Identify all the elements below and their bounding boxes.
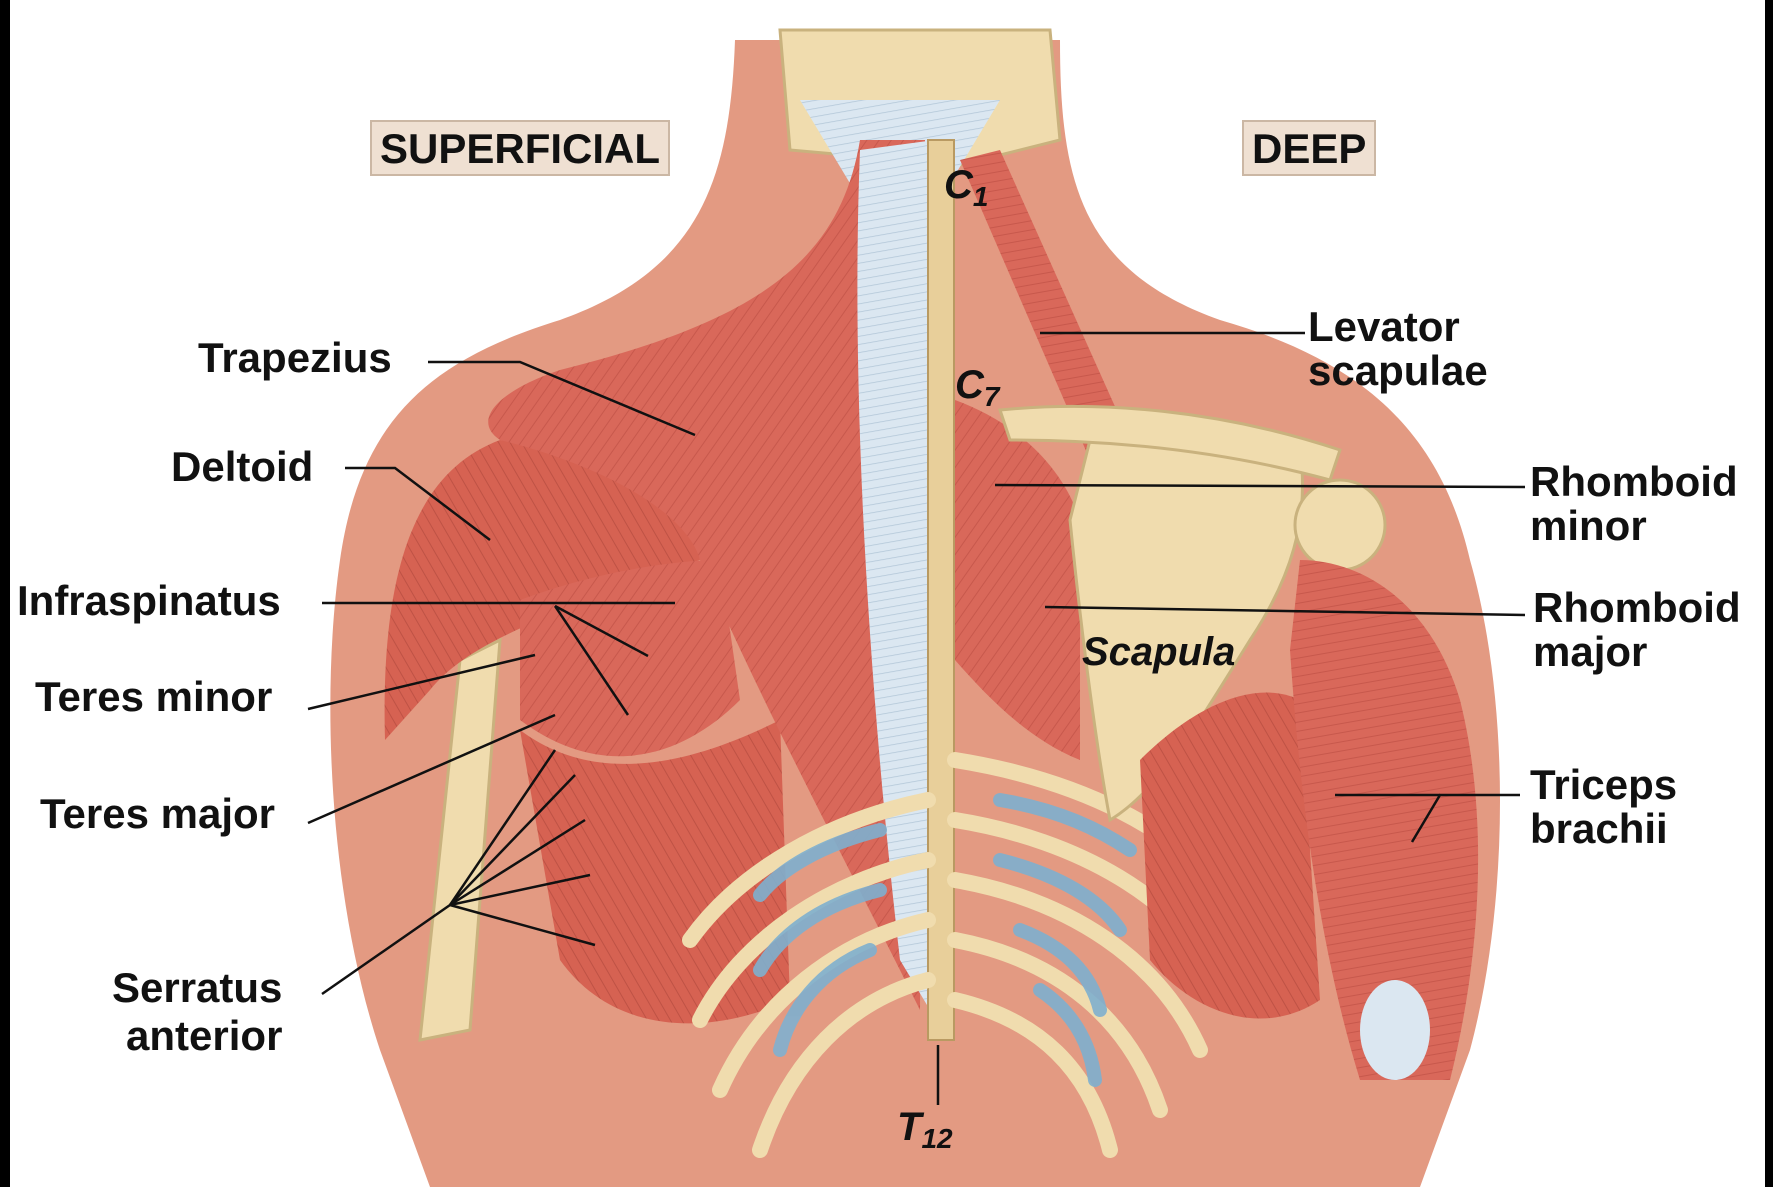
- label-c1: C1: [944, 165, 988, 211]
- label-triceps-brachii: Triceps brachii: [1530, 763, 1677, 851]
- label-trapezius: Trapezius: [198, 337, 392, 379]
- humerus-head: [1295, 480, 1385, 570]
- label-teres-major: Teres major: [40, 793, 275, 835]
- label-scapula: Scapula: [1082, 632, 1235, 672]
- right-lateral-muscle: [1140, 693, 1320, 1019]
- superficial-panel-title: SUPERFICIAL: [370, 120, 670, 176]
- label-rhomboid-minor: Rhomboid minor: [1530, 460, 1738, 548]
- label-t12-letter: T: [897, 1105, 921, 1149]
- label-c7-letter: C: [955, 363, 984, 407]
- label-c1-letter: C: [944, 163, 973, 207]
- label-c1-number: 1: [973, 181, 989, 212]
- label-infraspinatus: Infraspinatus: [17, 580, 281, 622]
- olecranon-tendon: [1360, 980, 1430, 1080]
- infraspinatus-muscle: [520, 560, 740, 756]
- label-levator-scapulae: Levator scapulae: [1308, 305, 1488, 393]
- vertebral-column: [928, 140, 954, 1040]
- label-t12-number: 12: [921, 1123, 952, 1154]
- label-rhomboid-major: Rhomboid major: [1533, 586, 1741, 674]
- label-c7-number: 7: [984, 381, 1000, 412]
- label-teres-minor: Teres minor: [35, 676, 272, 718]
- label-serratus-anterior: Serratus anterior: [112, 964, 282, 1061]
- deep-panel-title: DEEP: [1242, 120, 1376, 176]
- label-t12: T12: [897, 1107, 953, 1153]
- label-deltoid: Deltoid: [171, 446, 313, 488]
- label-c7: C7: [955, 365, 999, 411]
